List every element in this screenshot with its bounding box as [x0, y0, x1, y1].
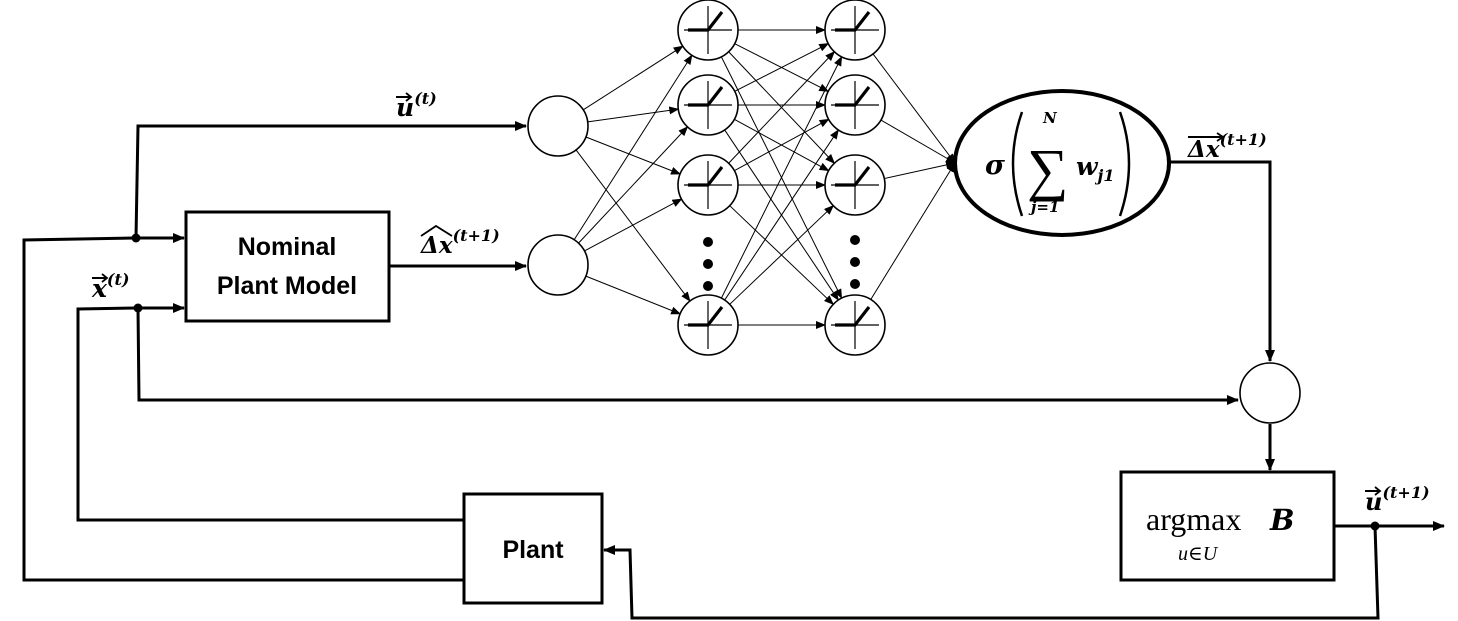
- weight-base: w: [1076, 152, 1099, 181]
- hidden-node-layer2-4: [824, 294, 886, 356]
- connection-hidden1-hidden2: [734, 118, 830, 172]
- relu-icon: [835, 306, 871, 327]
- connection-input-hidden1: [587, 106, 680, 123]
- nominal-plant-model-line1: Nominal: [238, 233, 337, 261]
- connection-hidden2-output: [884, 161, 956, 180]
- x-t-base: x: [91, 274, 108, 303]
- svg-text:Δx(t+1): Δx(t+1): [420, 226, 500, 259]
- u-next-base: u: [1365, 487, 1382, 516]
- connection-hidden1-hidden2: [729, 204, 835, 305]
- argmax-label: argmax: [1146, 501, 1241, 537]
- connection-hidden1-hidden2: [720, 55, 843, 299]
- svg-text:u(t+1): u(t+1): [1365, 483, 1430, 516]
- network-output-wire: [1169, 160, 1275, 362]
- dx-hat-base: Δx: [420, 232, 453, 259]
- signal-dx-hat-label: Δx(t+1): [420, 224, 500, 259]
- svg-text:Δx(t+1): Δx(t+1): [1187, 130, 1267, 163]
- x-t-sup: (t): [107, 270, 130, 289]
- connection-input-hidden1: [578, 126, 689, 244]
- sum-lower-limit: j=1: [1028, 198, 1059, 216]
- junction-u: [131, 233, 141, 243]
- hidden-node-layer1-1: [677, 0, 739, 61]
- u-input-wire: [134, 121, 527, 239]
- x-to-sum-wire: [136, 307, 1239, 405]
- relu-icon: [688, 11, 724, 32]
- hidden-node-layer1-4: [677, 294, 739, 356]
- connection-input-hidden1: [585, 136, 682, 175]
- relu-icon: [688, 86, 724, 107]
- nominal-plant-model-line2: Plant Model: [217, 272, 357, 300]
- argmax-subscript: u∈U: [1178, 543, 1219, 565]
- connection-hidden2-output: [872, 53, 956, 164]
- sum-symbol: ∑: [1027, 137, 1068, 202]
- control-to-plant-wire: [603, 525, 1380, 620]
- signal-u-next-label: u(t+1): [1365, 483, 1430, 516]
- connection-input-hidden1: [582, 45, 684, 111]
- hidden-node-layer1-3: [677, 154, 739, 216]
- connection-hidden1-hidden2: [724, 129, 839, 301]
- signal-u-t-label: u(t): [396, 89, 437, 122]
- hidden-node-layer1-2: [677, 74, 739, 136]
- relu-icon: [835, 166, 871, 187]
- u-t-sup: (t): [414, 89, 437, 108]
- hidden-node-layer2-2: [824, 74, 886, 136]
- network-connections: [573, 26, 956, 329]
- left-paren: [1011, 111, 1024, 217]
- x-feedback-wire: [76, 306, 464, 522]
- svg-text:u(t): u(t): [396, 89, 437, 122]
- wires: [22, 121, 1445, 620]
- relu-icon: [688, 306, 724, 327]
- dx-net-sup: (t+1): [1220, 130, 1267, 149]
- signal-x-t-label: x(t): [91, 270, 129, 303]
- input-node-dx: [527, 234, 589, 296]
- svg-text:x(t): x(t): [91, 270, 129, 303]
- plant-label: Plant: [502, 536, 564, 564]
- relu-icon: [835, 86, 871, 107]
- connection-input-hidden1: [584, 198, 683, 252]
- hidden-layer-2-ellipsis: [850, 235, 860, 289]
- weight-sub: j1: [1095, 166, 1115, 185]
- weight-term: wj1: [1076, 152, 1114, 185]
- u-next-sup: (t+1): [1382, 483, 1429, 502]
- argmax-block: argmax B u∈U: [1119, 470, 1336, 582]
- dx-net-base: Δx: [1187, 136, 1220, 163]
- u-t-base: u: [396, 93, 414, 122]
- plant-block: Plant: [462, 492, 604, 605]
- argmax-variable: B: [1269, 503, 1295, 537]
- sigma-symbol: σ: [985, 150, 1005, 181]
- connection-hidden1-hidden2: [728, 51, 836, 164]
- connection-input-hidden1: [585, 275, 682, 315]
- connection-input-hidden1: [573, 54, 693, 240]
- junction-x: [133, 303, 143, 313]
- nominal-plant-model-block: Nominal Plant Model: [184, 210, 391, 323]
- input-node-u: [527, 95, 589, 157]
- connection-hidden2-output: [870, 162, 956, 300]
- hidden-node-layer2-1: [824, 0, 886, 61]
- hidden-layer-1-ellipsis: [703, 237, 713, 291]
- relu-icon: [688, 166, 724, 187]
- hidden-node-layer2-3: [824, 154, 886, 216]
- plant-output-wire: [22, 236, 464, 582]
- output-neuron: σ N ∑ j=1 wj1: [953, 89, 1171, 237]
- relu-icon: [835, 11, 871, 32]
- connection-hidden2-output: [880, 119, 956, 164]
- sum-node: [1239, 362, 1301, 424]
- hidden-layers: [677, 0, 886, 356]
- sum-upper-limit: N: [1042, 109, 1058, 127]
- right-paren: [1118, 111, 1131, 217]
- connection-hidden1-hidden2: [734, 43, 830, 92]
- signal-dx-net-label: Δx(t+1): [1187, 130, 1267, 163]
- dx-hat-sup: (t+1): [453, 226, 500, 245]
